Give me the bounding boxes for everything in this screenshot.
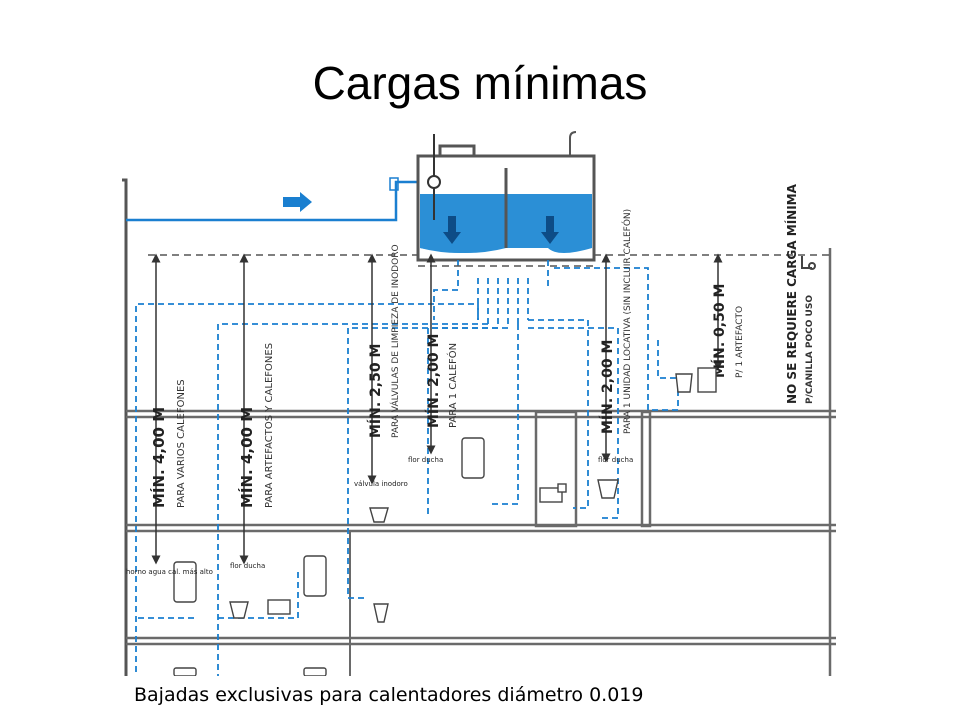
label-min-4m-a: MÍN. 4,00 M (149, 407, 168, 508)
label-min-4m-b: MÍN. 4,00 M (237, 407, 256, 508)
floor-slabs (126, 248, 836, 676)
label-sub-no-carga: P/CANILLA POCO USO (805, 295, 815, 404)
water-heater-icon (461, 437, 485, 479)
heater-icon (539, 487, 563, 503)
label-sub-4m-b: PARA ARTEFACTOS Y CALEFONES (264, 343, 275, 508)
building-outline (122, 178, 128, 676)
toilet-icon (597, 479, 619, 499)
fixture-label-horno: horno agua cal. más alto (126, 568, 213, 576)
reference-lines (148, 254, 830, 267)
bidet-icon (229, 601, 249, 619)
water-heater-icon (173, 667, 197, 677)
water-heater-icon (303, 667, 327, 677)
flow-arrow-icon (283, 192, 312, 212)
fixture-labels: flor ducha válvula inodoro flor ducha ho… (126, 456, 633, 576)
fixture-label-flor-ducha-1: flor ducha (408, 456, 443, 464)
toilet-icon (267, 599, 291, 615)
slide-caption: Bajadas exclusivas para calentadores diá… (134, 684, 644, 706)
fixtures (173, 367, 717, 677)
vertical-labels: MÍN. 4,00 M PARA VARIOS CALEFONES MÍN. 4… (149, 183, 815, 508)
fixture-label-flor-ducha-3: flor ducha (230, 562, 265, 570)
washbasin-icon (373, 603, 389, 623)
label-min-2m-b: MÍN. 2,00 M (599, 340, 616, 434)
slide-title: Cargas mínimas (312, 57, 648, 109)
fixture-label-flor-ducha-2: flor ducha (598, 456, 633, 464)
label-min-2m-a: MÍN. 2,00 M (425, 334, 442, 428)
down-arrow-icon (443, 216, 461, 244)
label-no-carga: NO SE REQUIERE CARGA MÍNIMA (784, 183, 799, 404)
label-sub-2m-a: PARA 1 CALEFÓN (446, 343, 459, 428)
label-sub-2m-b: PARA 1 UNIDAD LOCATIVA (SIN INCLUIR CALE… (621, 209, 633, 434)
measurement-arrows (151, 253, 723, 565)
label-min-0-5m: MÍN. 0,50 M (711, 284, 728, 378)
fixture-label-valvula: válvula inodoro (354, 480, 408, 488)
label-sub-2-5m: PARA VÁLVULAS DE LIMPIEZA DE INODORO (389, 244, 401, 438)
water-tank (416, 131, 596, 262)
plumbing-diagram: MÍN. 4,00 M PARA VARIOS CALEFONES MÍN. 4… (118, 128, 836, 677)
label-sub-0-5m: P/ 1 ARTEFACTO (735, 306, 745, 378)
distribution-pipes (135, 267, 679, 676)
down-arrow-icon (541, 216, 559, 244)
toilet-tank-icon (697, 367, 717, 393)
water-heater-icon (303, 555, 327, 597)
faucet-icon (801, 256, 816, 270)
label-sub-4m-a: PARA VARIOS CALEFONES (176, 379, 187, 508)
tank-outlets (457, 260, 549, 328)
washbasin-icon (675, 373, 693, 393)
water-heater-icon (173, 561, 197, 603)
toilet-icon (369, 507, 389, 523)
valve-icon (557, 483, 567, 493)
label-min-2-5m: MÍN. 2,50 M (367, 344, 384, 438)
supply-line (126, 177, 418, 222)
